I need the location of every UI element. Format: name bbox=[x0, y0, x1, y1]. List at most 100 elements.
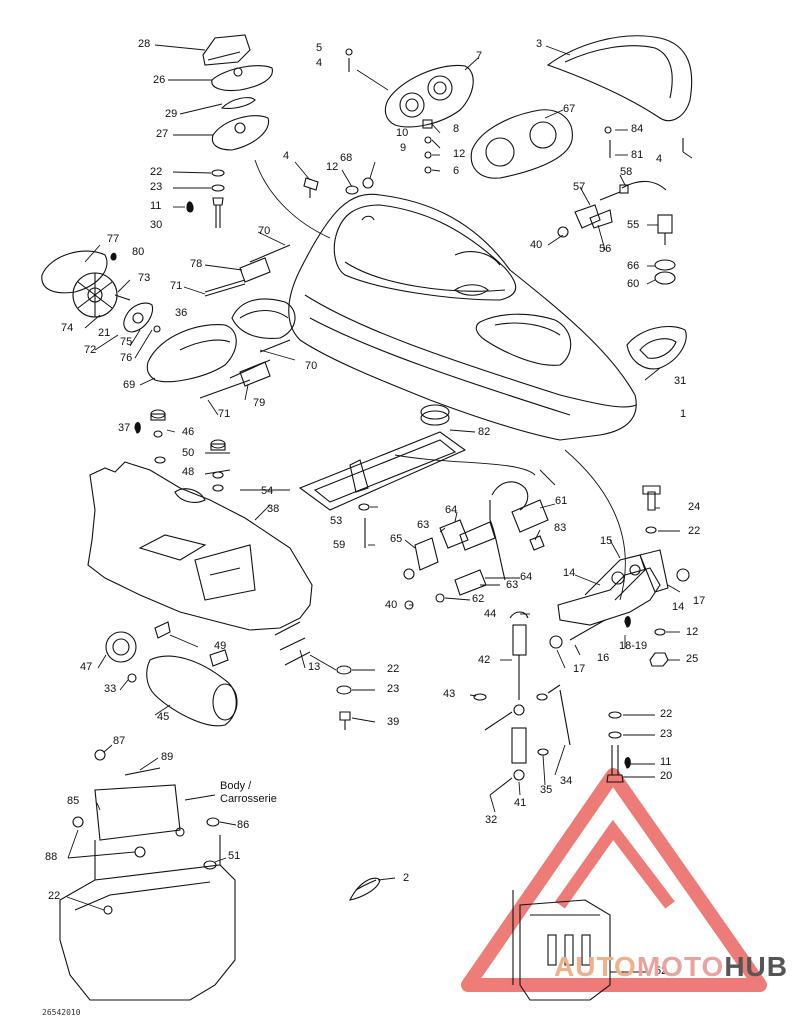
callout-40b: 40 bbox=[385, 599, 398, 611]
callout-28: 28 bbox=[138, 38, 151, 50]
steering-bracket-parts-14-17 bbox=[549, 485, 690, 667]
callout-11: 11 bbox=[150, 200, 162, 212]
hardware-parts-22-23-39 bbox=[336, 665, 352, 730]
gauge-hardware bbox=[345, 48, 684, 174]
callout-69: 69 bbox=[123, 379, 136, 391]
callout-59: 59 bbox=[333, 539, 346, 551]
callout-70: 70 bbox=[258, 225, 271, 237]
housing-parts-45-47 bbox=[105, 621, 311, 727]
callout-12c: 12 bbox=[686, 626, 699, 638]
body-note-text: Body / Carrosserie bbox=[220, 780, 277, 805]
bolts-parts-4-12-68 bbox=[303, 177, 374, 198]
callout-22b: 22 bbox=[688, 525, 701, 537]
callout-71: 71 bbox=[170, 280, 183, 292]
callout-51: 51 bbox=[228, 850, 241, 862]
callout-37: 37 bbox=[118, 422, 131, 434]
callout-16: 16 bbox=[597, 652, 610, 664]
connector-group-parts-55-58 bbox=[557, 180, 676, 285]
callout-14b: 14 bbox=[672, 601, 685, 613]
callout-78: 78 bbox=[190, 258, 203, 270]
bolt-stack-parts-22-23-30 bbox=[186, 169, 225, 228]
callout-45: 45 bbox=[157, 711, 170, 723]
callout-24: 24 bbox=[688, 501, 701, 513]
callout-48: 48 bbox=[182, 466, 195, 478]
callout-30: 30 bbox=[150, 219, 163, 231]
callout-33: 33 bbox=[104, 683, 117, 695]
callout-7: 7 bbox=[476, 50, 483, 62]
callout-8: 8 bbox=[453, 123, 460, 135]
callout-49: 49 bbox=[214, 640, 227, 652]
callout-22c: 22 bbox=[660, 708, 673, 720]
assembly-arrows bbox=[254, 159, 626, 601]
callout-89: 89 bbox=[161, 751, 174, 763]
watermark-moto: MOTO bbox=[636, 951, 725, 982]
callout-66: 66 bbox=[627, 260, 640, 272]
callout-76: 76 bbox=[120, 352, 133, 364]
callout-36: 36 bbox=[175, 307, 188, 319]
callout-29: 29 bbox=[165, 108, 178, 120]
callout-55: 55 bbox=[627, 219, 640, 231]
callout-1: 1 bbox=[680, 408, 687, 420]
callout-83: 83 bbox=[554, 522, 567, 534]
nose-cover-part-31 bbox=[626, 326, 687, 370]
watermark-text: AUTOMOTOHUB bbox=[554, 951, 788, 983]
callout-65: 65 bbox=[390, 533, 403, 545]
callout-4b: 4 bbox=[656, 153, 663, 165]
callout-42: 42 bbox=[478, 654, 491, 666]
callout-79: 79 bbox=[253, 397, 266, 409]
callout-23b: 23 bbox=[660, 728, 673, 740]
callout-25: 25 bbox=[686, 653, 699, 665]
callout-22: 22 bbox=[150, 166, 163, 178]
callout-74: 74 bbox=[61, 322, 74, 334]
callout-54: 54 bbox=[261, 485, 274, 497]
callout-86: 86 bbox=[237, 819, 250, 831]
callout-40: 40 bbox=[530, 239, 543, 251]
callout-22e: 22 bbox=[48, 890, 61, 902]
callout-23c: 23 bbox=[387, 683, 400, 695]
callout-57: 57 bbox=[573, 181, 586, 193]
storage-bin-parts-85-89 bbox=[59, 749, 236, 1001]
support-plate bbox=[298, 431, 467, 511]
callout-61: 61 bbox=[555, 495, 568, 507]
callout-44: 44 bbox=[484, 608, 497, 620]
clamp-assembly-parts-26-29 bbox=[202, 34, 273, 151]
callout-18-19: 18-19 bbox=[619, 640, 648, 652]
callout-38: 38 bbox=[267, 503, 280, 515]
callout-14: 14 bbox=[563, 567, 576, 579]
callout-63: 63 bbox=[417, 519, 430, 531]
callout-46: 46 bbox=[182, 426, 195, 438]
callout-63b: 63 bbox=[506, 579, 519, 591]
bolts-parts-37-46-50 bbox=[134, 409, 226, 492]
toolkit-part-52 bbox=[512, 890, 611, 1001]
callout-64: 64 bbox=[445, 504, 458, 516]
lower-pan-parts-38-54 bbox=[87, 461, 313, 631]
windshield-part-3 bbox=[546, 35, 693, 122]
callout-87: 87 bbox=[113, 735, 126, 747]
callout-58: 58 bbox=[620, 166, 633, 178]
callout-72: 72 bbox=[84, 344, 97, 356]
drawing-code: 26542010 bbox=[42, 1008, 81, 1017]
callout-35: 35 bbox=[540, 784, 553, 796]
callout-17b: 17 bbox=[573, 663, 586, 675]
callout-43: 43 bbox=[443, 688, 456, 700]
clip-part-2 bbox=[349, 877, 381, 901]
callout-27: 27 bbox=[156, 128, 169, 140]
callout-81: 81 bbox=[631, 149, 644, 161]
callout-13: 13 bbox=[308, 661, 321, 673]
bracket-bolts-parts-70-79 bbox=[199, 244, 291, 399]
callout-85: 85 bbox=[67, 795, 80, 807]
body-hull-part-1 bbox=[288, 193, 637, 441]
gauge-bezel-part-67 bbox=[470, 109, 573, 179]
callout-88: 88 bbox=[45, 851, 58, 863]
callout-39: 39 bbox=[387, 716, 400, 728]
callout-41: 41 bbox=[514, 797, 527, 809]
callout-3: 3 bbox=[536, 38, 543, 50]
callout-17: 17 bbox=[693, 595, 706, 607]
body-carrosserie-note: Body / Carrosserie bbox=[220, 780, 277, 805]
callout-71b: 71 bbox=[218, 408, 231, 420]
callout-4: 4 bbox=[316, 57, 323, 69]
callout-60: 60 bbox=[627, 278, 640, 290]
callout-9: 9 bbox=[400, 142, 407, 154]
callout-23: 23 bbox=[150, 181, 163, 193]
